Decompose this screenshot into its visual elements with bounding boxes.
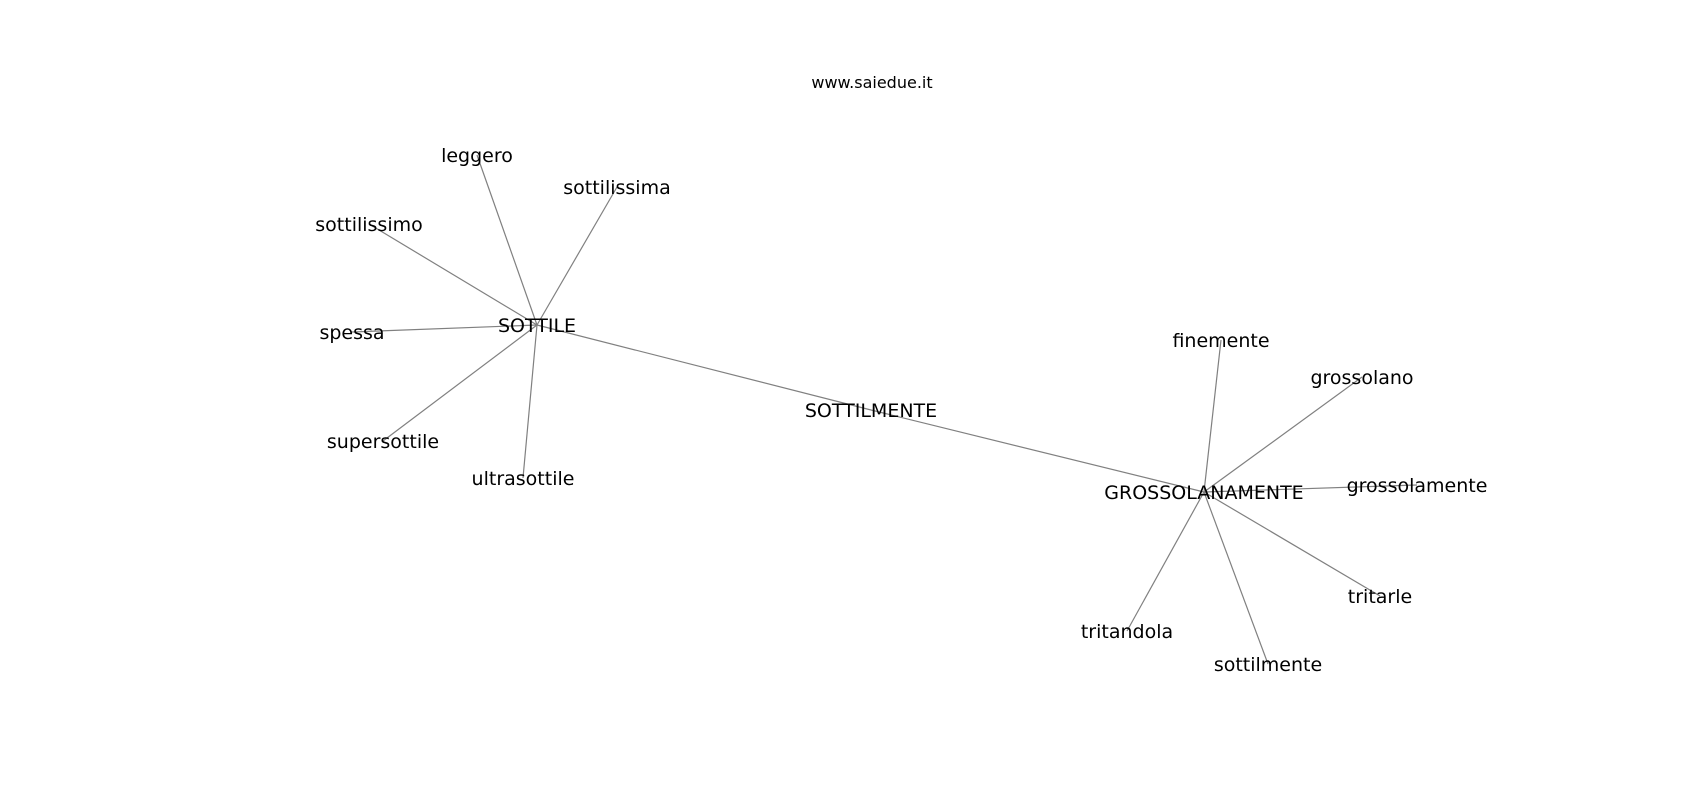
node-label-grossolamente: grossolamente	[1347, 475, 1488, 497]
edge-sottile-supersottile	[382, 324, 538, 442]
edge-sottile-spessa	[351, 324, 538, 333]
node-label-spessa: spessa	[319, 322, 384, 344]
edge-sottile-sottilmente	[536, 324, 872, 411]
node-label-tritandola: tritandola	[1081, 621, 1173, 643]
node-label-sottilissimo: sottilissimo	[315, 214, 422, 236]
node-label-ultrasottile: ultrasottile	[472, 468, 575, 490]
edge-sottile-leggero	[476, 154, 538, 326]
edge-sottile-sottilissimo	[368, 223, 538, 326]
node-label-supersottile: supersottile	[327, 431, 439, 453]
edge-sottile-sottilissima	[536, 186, 618, 326]
node-label-grossolano: grossolano	[1310, 367, 1413, 389]
node-label-sottilmente: sottilmente	[1214, 654, 1322, 676]
node-label-sottilmente: SOTTILMENTE	[805, 400, 937, 422]
edge-sottile-ultrasottile	[522, 324, 538, 479]
watermark-text: www.saiedue.it	[811, 73, 932, 92]
edge-grossolanamente-finemente	[1203, 339, 1222, 493]
labels-layer: SOTTILE SOTTILMENTE GROSSOLANAMENTE leggero…	[315, 145, 1487, 676]
node-label-sottilissima: sottilissima	[563, 177, 671, 199]
edge-grossolanamente-sottilmente	[1203, 491, 1269, 665]
edge-grossolanamente-grossolano	[1203, 376, 1363, 493]
node-label-leggero: leggero	[441, 145, 513, 167]
edge-sottilmente-grossolanamente	[870, 409, 1205, 493]
node-label-grossolanamente: GROSSOLANAMENTE	[1104, 482, 1303, 504]
edge-grossolanamente-tritarle	[1203, 491, 1381, 597]
edge-grossolanamente-tritandola	[1126, 491, 1205, 632]
node-label-tritarle: tritarle	[1348, 586, 1412, 608]
edges-layer	[351, 154, 1418, 665]
node-label-sottile: SOTTILE	[498, 315, 576, 337]
node-label-finemente: finemente	[1172, 330, 1269, 352]
edge-grossolanamente-grossolamente	[1203, 484, 1418, 493]
